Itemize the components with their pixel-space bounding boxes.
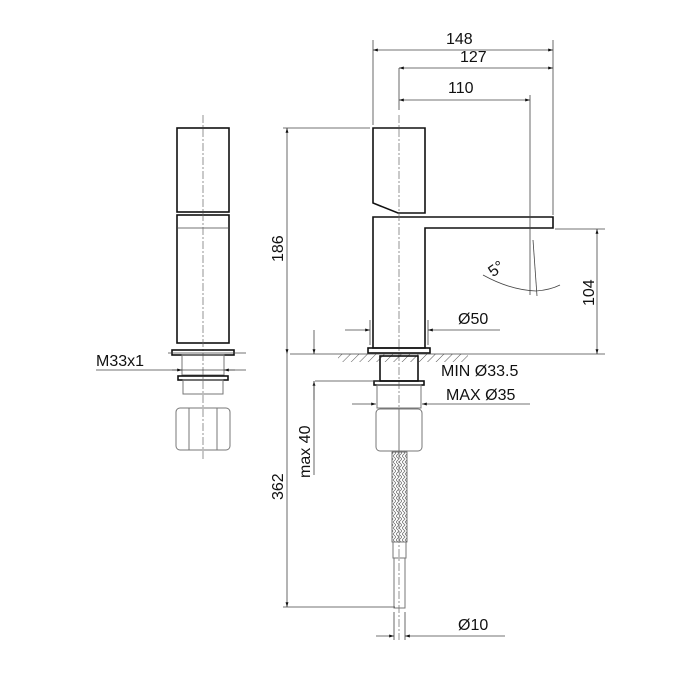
base-flange [367,347,431,354]
mixer-handle [372,127,426,214]
braided-hose [391,451,408,543]
dim-angle: 5° [485,258,507,281]
hose-tube [393,557,406,609]
thread-label: M33x1 [96,353,144,370]
side-view: M33x1 [96,115,246,460]
dim-hole-max: MAX Ø35 [446,387,515,404]
dim-362: 362 [270,473,287,500]
dim-body-diameter: Ø50 [458,311,488,328]
mixer-body-spout [372,216,554,349]
dim-hose-diameter: Ø10 [458,617,488,634]
front-view: 148 127 110 5° 104 186 Ø50 MIN Ø33.5 MAX… [270,31,605,640]
deck-hatch [338,354,468,362]
side-nut-neck [182,379,224,395]
dim-148: 148 [446,31,473,48]
dim-127: 127 [460,49,487,66]
dim-110: 110 [448,80,474,97]
dim-104: 104 [581,279,598,306]
hose-ferrule [392,541,407,559]
dim-186: 186 [270,235,287,262]
side-hex-nut [175,407,231,451]
side-handle [176,127,230,213]
side-base-flange [171,349,235,356]
dim-hole-min: MIN Ø33.5 [441,363,518,380]
dim-max-40: max 40 [297,425,314,478]
